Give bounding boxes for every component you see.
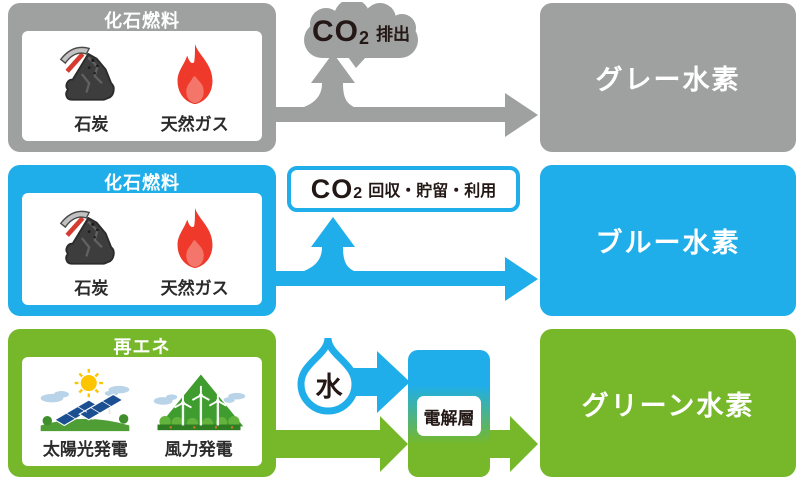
solar-power-label: 太陽光発電 xyxy=(42,440,128,459)
co2-subscript: 2 xyxy=(353,185,363,202)
coal-label: 石炭 xyxy=(74,115,109,134)
coal-figure: 石炭 xyxy=(55,42,127,135)
gray-hydrogen-box: グレー水素 xyxy=(540,3,796,152)
co2-capture-box: CO 2 回収・貯留・利用 xyxy=(287,166,520,212)
co2-capture-text: CO 2 回収・貯留・利用 xyxy=(311,174,496,205)
source-title: 再エネ xyxy=(113,337,171,357)
fossil-fuel-box-gray: 化石燃料 石炭 xyxy=(8,3,276,152)
wind-power-figure: 風力発電 xyxy=(149,367,249,460)
co2-emission-text: CO 2 排出 xyxy=(290,6,432,58)
solar-power-icon xyxy=(35,367,135,433)
natural-gas-figure: 天然ガス xyxy=(161,42,229,135)
water-label: 水 xyxy=(315,371,343,402)
electrolyzer-box: 電解層 xyxy=(408,350,490,477)
coal-icon xyxy=(55,42,127,108)
natural-gas-figure: 天然ガス xyxy=(161,206,229,299)
water-drop-icon xyxy=(297,337,359,415)
co2-main: CO xyxy=(311,15,359,48)
source-title: 化石燃料 xyxy=(104,173,180,193)
green-hydrogen-label: グリーン水素 xyxy=(581,390,755,421)
source-items-panel: 石炭 天然ガス xyxy=(22,31,262,141)
source-items-panel: 太陽光発電 xyxy=(22,357,262,466)
electrolyzer-label: 電解層 xyxy=(417,396,481,436)
blue-hydrogen-box: ブルー水素 xyxy=(540,165,796,316)
flame-icon xyxy=(167,42,223,108)
renewable-energy-box: 再エネ xyxy=(8,329,276,477)
wind-power-icon xyxy=(149,367,249,433)
co2-subscript: 2 xyxy=(358,27,369,48)
natural-gas-label: 天然ガス xyxy=(160,279,229,298)
source-title: 化石燃料 xyxy=(104,11,180,31)
source-items-panel: 石炭 天然ガス xyxy=(22,193,262,305)
blue-hydrogen-label: ブルー水素 xyxy=(595,228,741,258)
co2-main: CO xyxy=(310,173,354,204)
blue-flow-arrow xyxy=(276,217,538,301)
gray-flow-arrow xyxy=(276,53,538,137)
coal-label: 石炭 xyxy=(74,279,109,298)
green-hydrogen-box: グリーン水素 xyxy=(540,329,796,477)
wind-power-label: 風力発電 xyxy=(164,440,233,459)
co2-capture-label: 回収・貯留・利用 xyxy=(368,183,497,200)
coal-icon xyxy=(55,206,127,272)
green-flow-arrows xyxy=(276,337,538,472)
solar-power-figure: 太陽光発電 xyxy=(35,367,135,460)
flame-icon xyxy=(167,206,223,272)
co2-emission-label: 排出 xyxy=(376,24,410,44)
coal-figure: 石炭 xyxy=(55,206,127,299)
co2-cloud-icon xyxy=(304,2,418,68)
gray-hydrogen-label: グレー水素 xyxy=(595,65,741,95)
natural-gas-label: 天然ガス xyxy=(160,115,229,134)
fossil-fuel-box-blue: 化石燃料 石炭 xyxy=(8,165,276,316)
